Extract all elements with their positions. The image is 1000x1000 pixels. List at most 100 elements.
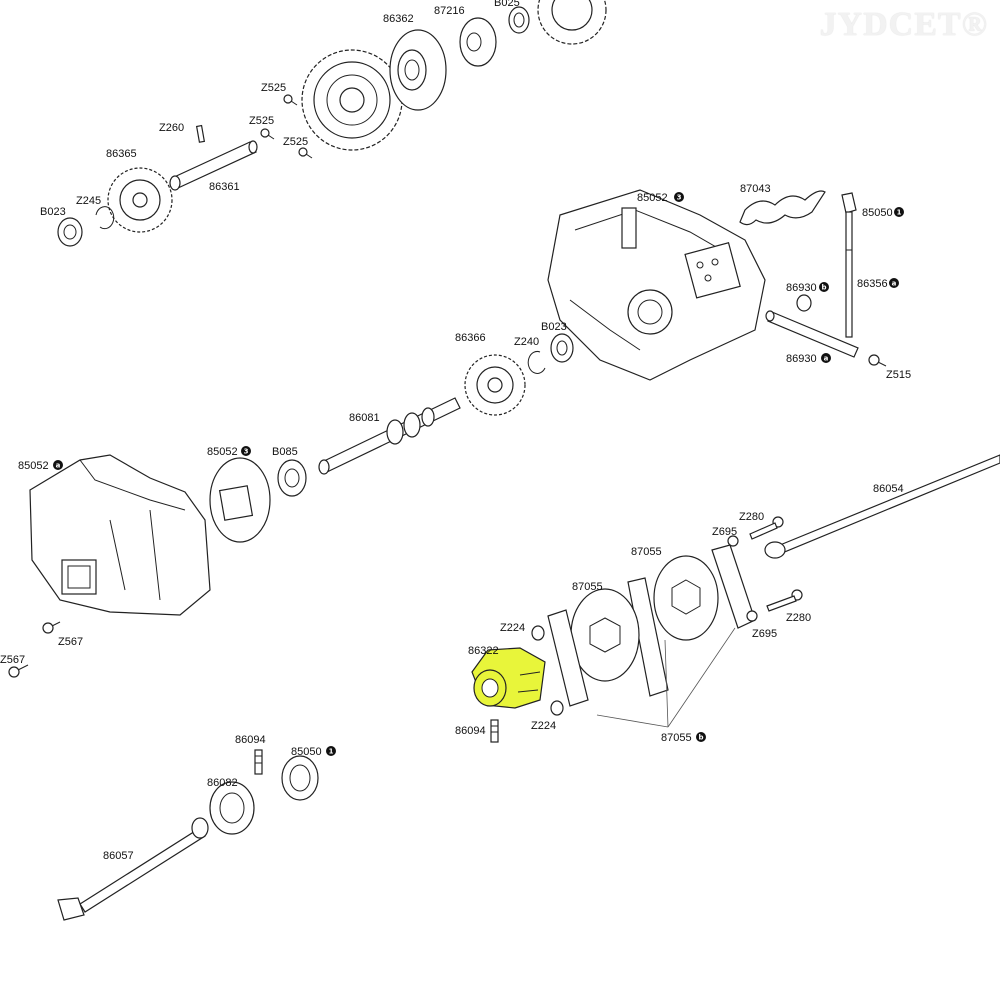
plate-87055-inner	[547, 609, 589, 707]
screw-z567b	[8, 664, 29, 678]
label-b023-top: B023	[40, 206, 66, 218]
label-86366: 86366	[455, 332, 486, 344]
label-86365: 86365	[106, 148, 137, 160]
label-z224b: Z224	[531, 720, 556, 732]
svg-text:1: 1	[897, 209, 902, 217]
gear-86366	[464, 354, 526, 416]
label-86082: 86082	[207, 777, 238, 789]
label-86362: 86362	[383, 13, 414, 25]
label-b085: B085	[272, 446, 298, 458]
svg-text:1: 1	[329, 748, 334, 756]
cover-85052-mid	[209, 457, 271, 543]
svg-text:3: 3	[244, 448, 249, 456]
label-86322: 86322	[468, 645, 499, 657]
screw-z567a	[42, 621, 61, 634]
label-87216: 87216	[434, 5, 465, 17]
washer-z224b	[550, 700, 564, 716]
shaft-86361	[169, 140, 258, 191]
label-85050b: 85050	[291, 746, 322, 758]
svg-text:b: b	[821, 284, 826, 292]
label-85052-right: 85052	[637, 192, 668, 204]
badge-85052-right: 3	[674, 192, 684, 202]
bearing-b023-top	[57, 217, 83, 247]
gear-86365	[107, 167, 173, 233]
label-z525a: Z525	[261, 82, 286, 94]
bushing-86930-b	[796, 294, 812, 312]
driveshaft-86057	[57, 817, 209, 921]
hub-86322-highlighted	[471, 647, 546, 709]
label-86361: 86361	[209, 181, 240, 193]
label-z260: Z260	[159, 122, 184, 134]
shaft-86081	[318, 397, 461, 475]
variant-badges: 3 1 b a a 3 a b 1	[53, 192, 904, 756]
label-86930-b: 86930	[786, 282, 817, 294]
label-z695b: Z695	[752, 628, 777, 640]
leader-lines-87055	[596, 627, 736, 728]
spur-gear-86362	[301, 49, 403, 151]
label-z567a: Z567	[58, 636, 83, 648]
screw-z280a	[749, 516, 784, 540]
screw-z280b	[766, 589, 803, 612]
label-86094a: 86094	[455, 725, 486, 737]
part-labels: 86362 87216 B025 Z525 Z260 Z525 Z525 863…	[0, 0, 911, 862]
label-86081: 86081	[349, 412, 380, 424]
label-86057: 86057	[103, 850, 134, 862]
label-z567b: Z567	[0, 654, 25, 666]
rod-85050-86356	[841, 192, 857, 338]
label-z280b: Z280	[786, 612, 811, 624]
gearbox-case-85052-left	[29, 454, 211, 616]
bearing-b025	[508, 6, 530, 34]
label-b023-mid: B023	[541, 321, 567, 333]
label-85052-mid: 85052	[207, 446, 238, 458]
label-86930-a: 86930	[786, 353, 817, 365]
driveshaft-86054	[764, 454, 1000, 559]
badge-86356: a	[889, 278, 899, 288]
label-85052-left: 85052	[18, 460, 49, 472]
cup-85050-bottom	[281, 755, 319, 801]
label-87055a: 87055	[631, 546, 662, 558]
label-86356: 86356	[857, 278, 888, 290]
label-87055c: 87055	[661, 732, 692, 744]
grub-screw-86094a	[490, 719, 499, 743]
washer-z695a	[727, 535, 739, 547]
washer-z224a	[531, 625, 545, 641]
label-z695a: Z695	[712, 526, 737, 538]
screw-z525c	[298, 147, 313, 159]
disc-87055-a	[653, 555, 719, 641]
clutch-bell-part	[389, 29, 447, 111]
label-85050-top: 85050	[862, 207, 893, 219]
clip-z245	[95, 206, 115, 230]
svg-text:a: a	[824, 355, 829, 363]
shaft-86930-a	[765, 310, 859, 358]
brand-watermark: JYDCET®	[819, 6, 988, 43]
plate-87055-mid	[627, 577, 669, 697]
gasket-87043	[739, 190, 826, 226]
label-z525c: Z525	[283, 136, 308, 148]
badge-87055c: b	[696, 732, 706, 742]
label-z515: Z515	[886, 369, 911, 381]
svg-text:a: a	[892, 280, 897, 288]
label-87043: 87043	[740, 183, 771, 195]
label-z525b: Z525	[249, 115, 274, 127]
bearing-b085	[277, 459, 307, 497]
label-86054: 86054	[873, 483, 904, 495]
screw-z525a	[283, 94, 298, 106]
label-86094b: 86094	[235, 734, 266, 746]
clip-z240	[527, 350, 546, 374]
label-z224a: Z224	[500, 622, 525, 634]
label-z240: Z240	[514, 336, 539, 348]
badge-85052-mid: 3	[241, 446, 251, 456]
label-z245: Z245	[76, 195, 101, 207]
svg-text:3: 3	[677, 194, 682, 202]
label-b025: B025	[494, 0, 520, 9]
badge-85052-left: a	[53, 460, 63, 470]
collar-87216	[459, 17, 497, 67]
badge-86930-b: b	[819, 282, 829, 292]
washer-z695b	[746, 610, 758, 622]
outdrive-86082	[209, 781, 255, 835]
bearing-b023-mid	[550, 333, 574, 363]
label-87055b: 87055	[572, 581, 603, 593]
pin-z260	[195, 124, 206, 143]
svg-text:a: a	[56, 462, 61, 470]
